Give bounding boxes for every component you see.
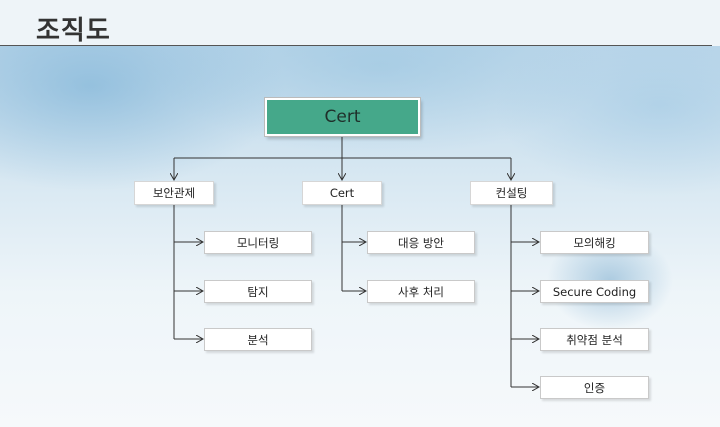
org-leaf-node: 대응 방안 <box>367 231 475 254</box>
org-leaf-node: 모니터링 <box>204 231 312 254</box>
org-leaf-node: 탐지 <box>204 280 312 303</box>
org-root-node: Cert <box>265 98 420 136</box>
org-group-node-security-monitoring: 보안관제 <box>134 181 214 205</box>
org-group-node-consulting: 컨설팅 <box>470 181 553 205</box>
org-leaf-node: 인증 <box>540 376 649 399</box>
org-leaf-node: 모의해킹 <box>540 231 649 254</box>
org-group-node-cert: Cert <box>302 181 382 205</box>
page-title: 조직도 <box>36 16 111 46</box>
org-leaf-node: 취약점 분석 <box>540 328 649 351</box>
org-leaf-node: 사후 처리 <box>367 280 475 303</box>
title-divider <box>0 45 712 46</box>
org-leaf-node: Secure Coding <box>540 280 649 303</box>
org-leaf-node: 분석 <box>204 328 312 351</box>
